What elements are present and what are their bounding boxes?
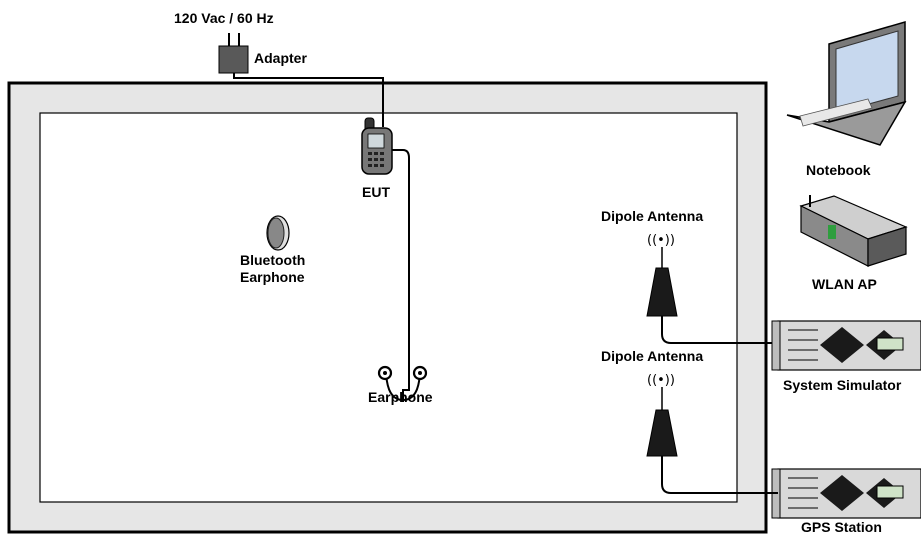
dipole-antenna-2-label: Dipole Antenna xyxy=(601,348,703,364)
system-simulator-icon xyxy=(771,320,921,371)
dipole-antenna-2-icon xyxy=(646,409,678,457)
bluetooth-earphone-label-line1: Bluetooth xyxy=(240,252,305,268)
bluetooth-earphone-label-line2: Earphone xyxy=(240,269,305,285)
earphone-label: Earphone xyxy=(368,389,433,405)
earphone-split-cable xyxy=(385,367,421,402)
system-simulator-label: System Simulator xyxy=(783,377,902,393)
eut-label: EUT xyxy=(362,184,390,200)
dipole-antenna-1-label: Dipole Antenna xyxy=(601,208,703,224)
dipole-antenna-1-icon xyxy=(646,267,678,317)
gps-station-icon xyxy=(778,384,921,435)
antenna-1-radiation-icon: ((•)) xyxy=(647,233,675,248)
adapter-cable xyxy=(233,73,384,127)
wlan-ap-icon xyxy=(799,195,908,267)
power-supply-label: 120 Vac / 60 Hz xyxy=(174,10,274,26)
earphone-cable xyxy=(392,149,410,402)
gps-station-unit xyxy=(771,468,921,519)
eut-phone-icon xyxy=(361,117,393,175)
adapter-icon xyxy=(218,33,249,74)
bluetooth-earphone-icon xyxy=(266,215,290,251)
antenna-2-to-gps-station xyxy=(661,456,778,494)
notebook-icon xyxy=(786,21,907,146)
earphone-icon xyxy=(377,365,428,381)
shielded-chamber-inner xyxy=(39,112,738,503)
gps-station-label: GPS Station xyxy=(801,519,882,535)
antenna-2-radiation-icon: ((•)) xyxy=(647,373,675,388)
antenna-1-cable xyxy=(661,316,778,344)
notebook-label: Notebook xyxy=(806,162,871,178)
adapter-label: Adapter xyxy=(254,50,307,66)
wlan-ap-label: WLAN AP xyxy=(812,276,877,292)
